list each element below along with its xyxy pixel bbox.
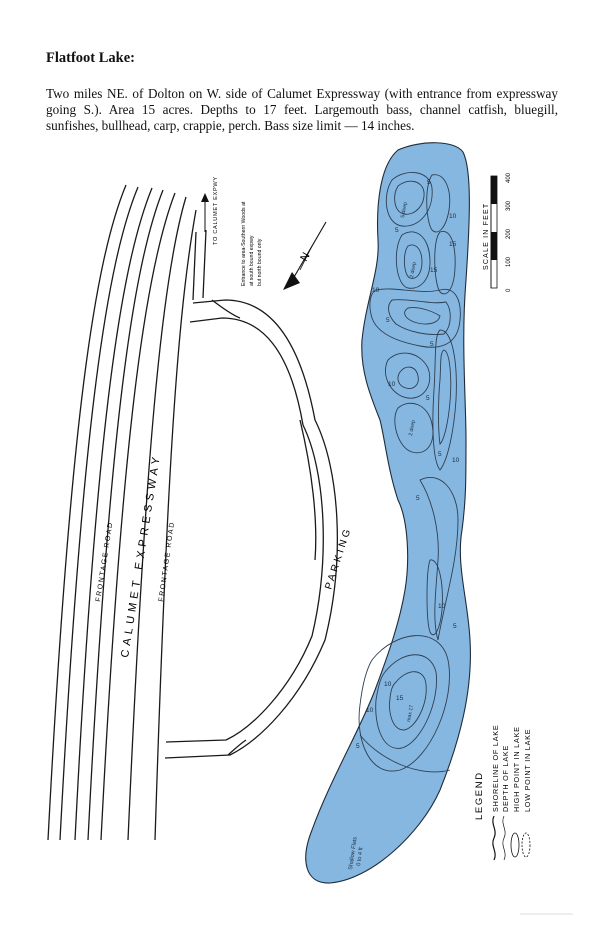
depth-label: 5: [427, 179, 431, 186]
depth-label: 10: [438, 603, 446, 610]
scale-tick-label: 100: [506, 256, 512, 267]
scale-tick-label: 0: [506, 288, 512, 292]
depth-note: 2 deep: [409, 262, 418, 279]
parking-road-outer: [164, 299, 338, 759]
parking-lot-edge: [211, 299, 317, 756]
expressway-west-edge: [74, 187, 153, 841]
depth-contours: [358, 172, 461, 773]
depth-labels: 5 5 10 15 15 10 5 5 10 5 5 10 5 10 5 10 …: [356, 179, 460, 750]
frontage-road-west-inner: [59, 186, 139, 841]
depth-contour-symbol-icon: [502, 815, 506, 861]
lake-water: [305, 142, 471, 884]
scale-title: SCALE IN FEET: [483, 203, 490, 270]
scale-bar: [490, 175, 498, 289]
high-point-symbol-icon: [510, 832, 520, 858]
depth-label: 5: [438, 451, 442, 458]
depth-label: 10: [452, 457, 460, 464]
ramp-to-expressway: [192, 231, 197, 301]
legend-item-shoreline: SHORELINE OF LAKE: [491, 725, 500, 813]
lake-description: Two miles NE. of Dolton on W. side of Ca…: [46, 86, 558, 133]
depth-label: 15: [430, 267, 438, 274]
frontage-road-east-label: FRONTAGE ROAD: [158, 521, 176, 603]
scale-tick-label: 400: [506, 172, 512, 183]
legend-item-high-point: HIGH POINT IN LAKE: [512, 726, 521, 812]
depth-label: 5: [386, 317, 390, 324]
parking-label: PARKING: [323, 525, 354, 590]
legend-title: LEGEND: [474, 771, 485, 820]
frontage-road-east-outer: [127, 196, 187, 841]
depth-label: 5: [453, 623, 457, 630]
depth-label: 10: [366, 707, 374, 714]
depth-label: 5: [356, 743, 360, 750]
page-title: Flatfoot Lake:: [46, 50, 135, 66]
depth-label: 10: [384, 681, 392, 688]
depth-label: 10: [449, 213, 457, 220]
shallow-flats-label: Shallow Flats: [348, 836, 359, 870]
frontage-road-west-label: FRONTAGE ROAD: [95, 521, 115, 602]
depth-label: 10: [388, 381, 396, 388]
ramp-to-expressway-edge: [202, 229, 207, 299]
scale-tick-label: 300: [506, 200, 512, 211]
depth-label: 5: [430, 341, 434, 348]
expressway-arrow-label: TO CALUMET EXPWY: [213, 176, 219, 245]
depth-label: 5: [426, 395, 430, 402]
expressway-east-edge: [100, 192, 176, 841]
road-network: [47, 184, 338, 841]
legend-item-low-point: LOW POINT IN LAKE: [523, 729, 532, 812]
depth-label: 5: [416, 495, 420, 502]
entrance-note-line-2: at south bound expwy: [249, 235, 255, 286]
depth-label: 15: [396, 695, 404, 702]
depth-label: 5: [395, 227, 399, 234]
depth-note: 5 deep: [400, 202, 409, 219]
expressway-center: [87, 189, 164, 841]
depth-label: 15: [449, 241, 457, 248]
frontage-road-west-outer: [47, 184, 127, 841]
frontage-road-east-inner: [154, 209, 197, 841]
entrance-note-line-3: but north bound only: [257, 238, 263, 286]
shallow-flats-depth: 0 to 4 ft: [356, 847, 365, 867]
legend-item-depth: DEPTH OF LAKE: [501, 745, 510, 812]
north-arrow-letter: N: [298, 251, 312, 264]
up-arrow-icon: [201, 193, 209, 202]
north-arrow-icon: [283, 221, 327, 290]
depth-note: 2 deep: [408, 420, 417, 437]
depth-label: 10: [372, 287, 380, 294]
depth-note: max 17: [406, 704, 415, 722]
legend-symbols: [492, 815, 531, 861]
entrance-note-line-1: Entrance to area-Southern Woods at: [241, 201, 247, 286]
parking-road-inner: [165, 317, 324, 743]
scale-tick-label: 200: [506, 228, 512, 239]
low-point-symbol-icon: [521, 832, 531, 858]
shoreline-symbol-icon: [492, 815, 496, 861]
